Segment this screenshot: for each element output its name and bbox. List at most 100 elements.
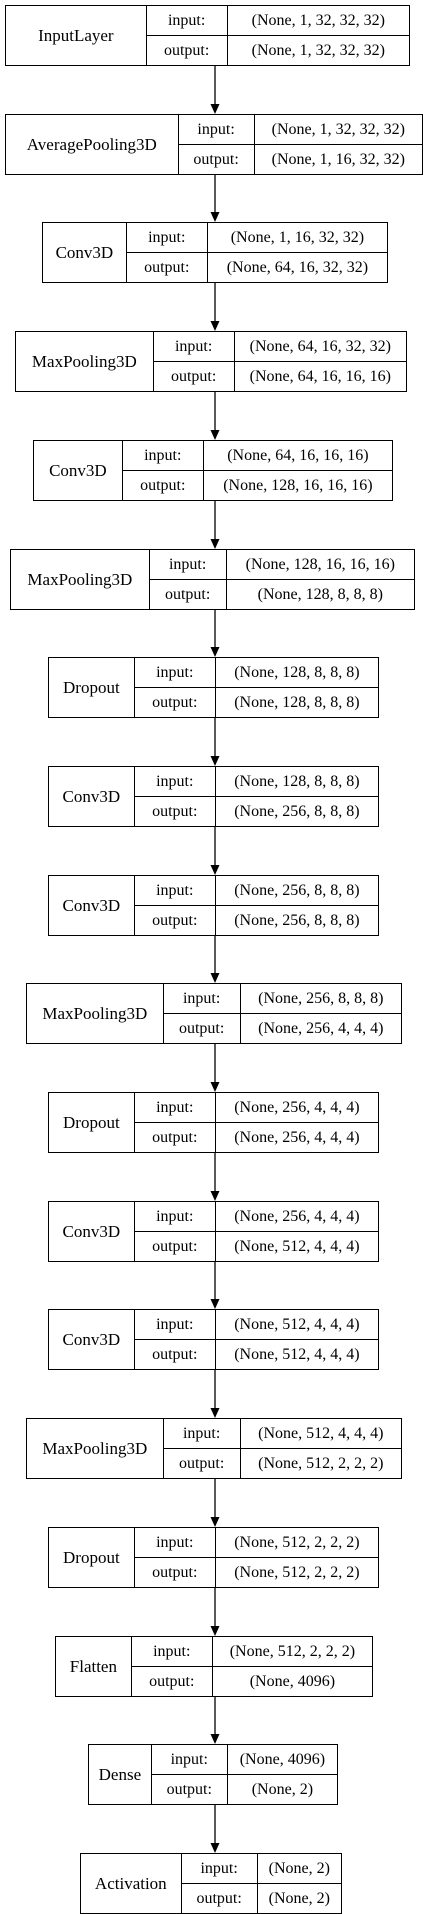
layer-io-table: input:(None, 256, 8, 8, 8)output:(None, … [163,984,401,1043]
input-label: input: [135,658,216,687]
input-shape: (None, 1, 32, 32, 32) [251,11,385,29]
layer-name: Dropout [49,658,135,717]
output-shape: (None, 256, 8, 8, 8) [234,802,360,820]
layer-output-row: output:(None, 512, 2, 2, 2) [134,1557,378,1587]
layer-name: Conv3D [34,441,123,500]
input-shape: (None, 512, 2, 2, 2) [234,1533,360,1551]
output-shape: (None, 256, 4, 4, 4) [258,1019,384,1037]
input-label: input: [150,550,227,579]
layer-input-row: input:(None, 2) [182,1854,341,1883]
layer-io-table: input:(None, 256, 4, 4, 4)output:(None, … [134,1093,378,1152]
layer-input-row: input:(None, 1, 16, 32, 32) [127,223,387,252]
layer-io-table: input:(None, 64, 16, 16, 16)output:(None… [122,441,392,500]
input-shape: (None, 128, 16, 16, 16) [245,555,395,573]
arrow-head-icon [210,1082,220,1092]
output-label: output: [135,797,216,826]
layer-input-row: input: (None, 1, 32, 32, 32) [147,6,409,35]
output-label: output: [154,362,235,391]
input-shape: (None, 4096) [239,1750,326,1768]
layer-input-row: input: (None, 128, 16, 16, 16) [150,550,414,579]
arrow-head-icon [210,1843,220,1853]
output-label: output: [164,1449,241,1478]
output-label: output: [179,145,255,174]
output-shape: (None, 4096) [249,1672,336,1690]
input-label: input: [164,1419,241,1448]
output-shape: (None, 128, 8, 8, 8) [257,585,383,603]
layer-output-row: output:(None, 2) [151,1774,337,1804]
output-label: output: [135,1232,216,1261]
layer-output-row: output:(None, 2) [181,1883,341,1913]
input-shape: (None, 128, 8, 8, 8) [234,772,360,790]
output-label: output: [135,1340,216,1369]
input-label: input: [182,1854,258,1883]
layer-output-row: output:(None, 512, 4, 4, 4) [134,1339,378,1369]
layer-io-table: input:(None, 128, 8, 8, 8)output:(None, … [134,767,378,826]
layer-name: Dropout [49,1093,135,1152]
layer-input-row: input:(None, 4096) [152,1745,337,1774]
layer-name: Conv3D [49,1310,135,1369]
arrow-head-icon [210,1299,220,1309]
layer-io-table: input:(None, 1, 32, 32, 32)output: (None,… [178,115,422,174]
layer-output-row: output: (None, 256, 8, 8, 8) [134,905,378,935]
input-label: input: [135,876,216,905]
layer-output-row: output: (None, 128, 16, 16, 16) [122,470,392,500]
output-shape: (None, 64, 16, 32, 32) [226,258,369,276]
layer-name: Flatten [56,1637,132,1696]
layer-input-row: input:(None, 512, 2, 2, 2) [132,1637,372,1666]
arrow-head-icon [210,1626,220,1636]
input-shape: (None, 128, 8, 8, 8) [234,663,360,681]
arrow-head-icon [210,647,220,657]
arrow-head-icon [210,756,220,766]
output-label: output: [164,1014,241,1043]
output-shape: (None, 512, 2, 2, 2) [258,1454,384,1472]
layer-io-table: input: (None, 1, 32, 32, 32)output: (None,… [146,6,409,65]
output-shape: (None, 128, 8, 8, 8) [234,693,360,711]
output-label: output: [147,36,228,65]
layer-io-table: input: (None, 128, 16, 16, 16) output: (Non… [149,550,414,609]
input-label: input: [147,6,228,35]
output-label: output: [135,906,216,935]
input-shape: (None, 1, 32, 32, 32) [271,120,405,138]
input-label: input: [135,1093,216,1122]
layer-io-table: input:(None, 64, 16, 32, 32)output: (None… [153,332,406,391]
layer-input-row: input:(None, 1, 32, 32, 32) [179,115,422,144]
layer-output-row: output: (None, 128, 8, 8, 8) [149,579,414,609]
input-label: input: [154,332,235,361]
layer-io-table: input: (None, 128, 8, 8, 8) output: (None, … [134,658,378,717]
input-shape: (None, 256, 4, 4, 4) [234,1098,360,1116]
layer-output-row: output: (None, 256, 8, 8, 8) [134,796,378,826]
output-label: output: [150,580,227,609]
layer-name: Conv3D [43,223,127,282]
output-shape: (None, 64, 16, 16, 16) [249,367,391,385]
output-label: output: [135,688,216,717]
layer-output-row: output: (None, 1, 16, 32, 32) [178,144,422,174]
layer-output-row: output:(None, 256, 4, 4, 4) [134,1122,378,1152]
output-shape: (None, 256, 8, 8, 8) [234,911,360,929]
arrow-head-icon [210,1734,220,1744]
layer-input-row: input:(None, 64, 16, 32, 32) [154,332,406,361]
input-shape: (None, 256, 8, 8, 8) [258,989,384,1007]
output-shape: (None, 1, 16, 32, 32) [271,150,405,168]
output-shape: (None, 128, 16, 16, 16) [223,476,373,494]
input-shape: (None, 512, 4, 4, 4) [234,1315,360,1333]
arrow-head-icon [210,1517,220,1527]
layer-io-table: input:(None, 512, 2, 2, 2)output:(None, … [131,1637,372,1696]
output-label: output: [182,1884,258,1913]
layer-name: InputLayer [6,6,147,65]
layer-io-table: input:(None, 512, 4, 4, 4)output:(None, … [134,1310,378,1369]
layer-input-row: input: (None, 128, 8, 8, 8) [135,658,378,687]
layer-input-row: input: (None, 256, 4, 4, 4) [135,1093,378,1122]
output-label: output: [123,471,204,500]
output-shape: (None, 256, 4, 4, 4) [234,1128,360,1146]
layer-name: Dropout [49,1528,135,1587]
